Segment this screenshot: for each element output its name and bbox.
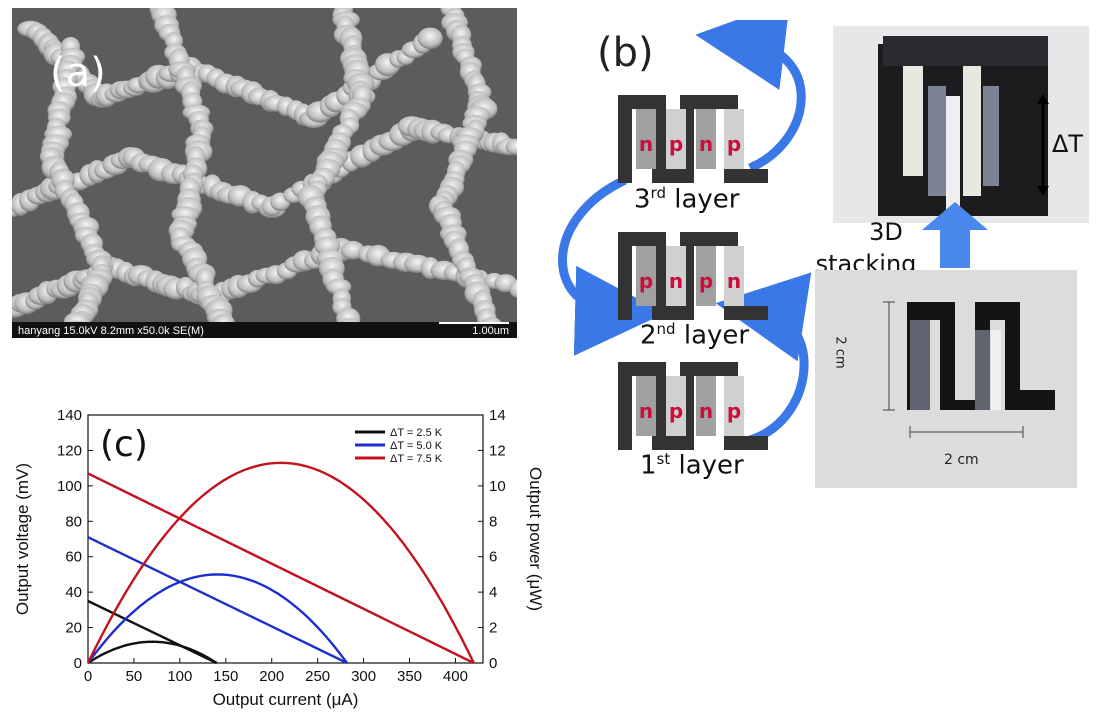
thermoelectric-leg (636, 376, 656, 436)
thermoelectric-leg (666, 376, 686, 436)
x-tick-label: 300 (351, 668, 376, 685)
y2-tick-label: 0 (489, 655, 497, 672)
thermoelectric-leg (636, 109, 656, 169)
y2-axis-title: Output power (μW) (526, 467, 545, 611)
leg-type-label: n (669, 269, 683, 293)
layer-arrows (558, 20, 812, 445)
thermoelectric-leg (696, 109, 716, 169)
arrow-left (558, 175, 665, 356)
y2-tick-label: 14 (489, 407, 506, 424)
layer-3-label: 3rd layer (634, 184, 740, 215)
y-tick-label: 0 (74, 655, 82, 672)
layer-2-label: 2nd layer (640, 320, 750, 351)
panel-c-label: (c) (100, 424, 148, 465)
leg-type-label: n (699, 399, 713, 423)
y2-tick-label: 10 (489, 478, 506, 495)
y2-tick-label: 8 (489, 513, 497, 530)
panel-b-label: (b) (597, 30, 654, 76)
x-tick-label: 0 (84, 668, 92, 685)
leg-type-label: p (699, 269, 713, 293)
thermoelectric-leg (666, 246, 686, 306)
leg-type-label: p (669, 132, 683, 156)
power-curve (87, 573, 348, 664)
y-tick-label: 60 (65, 549, 82, 566)
sem-scale-bar (439, 322, 509, 324)
arrow-right (715, 272, 812, 445)
x-tick-label: 250 (305, 668, 330, 685)
layer-1-label: 1st layer (640, 450, 744, 481)
sem-fiber-texture (12, 8, 517, 338)
thermoelectric-leg (696, 376, 716, 436)
y-axis-title: Output voltage (mV) (13, 463, 32, 615)
sem-caption: hanyang 15.0kV 8.2mm x50.0k SE(M) (18, 325, 204, 337)
voltage-line (87, 536, 348, 665)
leg-type-label: p (727, 132, 741, 156)
x-tick-label: 50 (126, 668, 143, 685)
thermoelectric-leg (724, 109, 744, 169)
legend-label: ΔT = 2.5 K (390, 427, 443, 439)
y-tick-label: 20 (65, 620, 82, 637)
y-tick-label: 100 (57, 478, 82, 495)
x-tick-label: 200 (259, 668, 284, 685)
arrow-to-top (695, 20, 806, 173)
thermoelectric-leg (696, 246, 716, 306)
leg-type-label: p (639, 269, 653, 293)
x-tick-label: 400 (443, 668, 468, 685)
dimension-vertical: 2 cm (832, 336, 848, 369)
leg-type-label: n (639, 132, 653, 156)
single-layer-photo (815, 270, 1077, 488)
sem-scale-label: 1.00um (472, 325, 509, 337)
leg-type-label: p (727, 399, 741, 423)
stacking-arrow (922, 202, 988, 268)
thermoelectric-leg (724, 376, 744, 436)
sem-info-bar (12, 322, 517, 338)
y-tick-label: 120 (57, 442, 82, 459)
voltage-line (87, 599, 218, 665)
legend-label: ΔT = 5.0 K (390, 440, 443, 452)
y2-tick-label: 12 (489, 442, 506, 459)
legend-label: ΔT = 7.5 K (390, 453, 443, 465)
y-tick-label: 80 (65, 513, 82, 530)
leg-type-label: n (699, 132, 713, 156)
panel-a-label: (a) (50, 50, 106, 96)
x-tick-label: 150 (213, 668, 238, 685)
power-curve (87, 640, 218, 664)
leg-type-label: n (639, 399, 653, 423)
plot-frame (87, 414, 484, 664)
y2-tick-label: 2 (489, 620, 497, 637)
leg-type-label: n (727, 269, 741, 293)
power-curve (86, 461, 475, 664)
y-tick-label: 40 (65, 584, 82, 601)
thermoelectric-leg (724, 246, 744, 306)
x-axis-title: Output current (μA) (213, 690, 359, 709)
sem-image: hanyang 15.0kV 8.2mm x50.0k SE(M) 1.00um… (12, 8, 517, 338)
x-tick-label: 100 (167, 668, 192, 685)
stacked-device-photo (833, 26, 1089, 223)
thermoelectric-leg (636, 246, 656, 306)
delta-t-label: ΔT (1052, 130, 1084, 158)
voltage-line (87, 472, 475, 665)
x-tick-label: 350 (397, 668, 422, 685)
thermoelectric-leg (666, 109, 686, 169)
y2-tick-label: 4 (489, 584, 497, 601)
leg-type-label: p (669, 399, 683, 423)
y-tick-label: 140 (57, 407, 82, 424)
y2-tick-label: 6 (489, 549, 497, 566)
dimension-horizontal: 2 cm (944, 452, 979, 468)
